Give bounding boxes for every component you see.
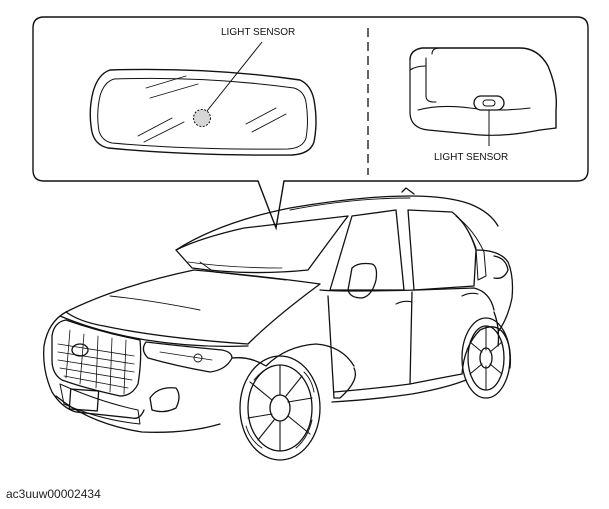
mirror-rear-view [409, 47, 558, 136]
leader-line-left [206, 41, 263, 112]
figure-code: ac3uuw00002434 [6, 487, 101, 501]
vehicle-illustration [43, 187, 514, 461]
light-sensor-right [482, 99, 496, 107]
label-light-sensor-right: LIGHT SENSOR [434, 152, 508, 163]
light-sensor-left [193, 109, 211, 127]
mirror-front-view [89, 68, 317, 156]
label-light-sensor-left: LIGHT SENSOR [221, 27, 295, 38]
